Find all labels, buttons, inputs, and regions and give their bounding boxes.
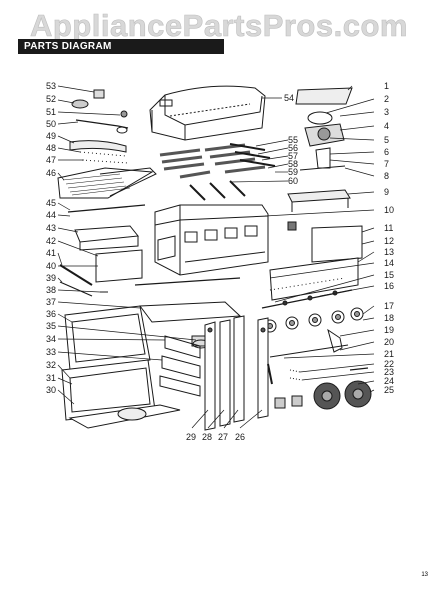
leader-lines-left (57, 85, 197, 405)
callout-39: 39 (46, 273, 56, 283)
callout-42: 42 (46, 236, 56, 246)
callout-35: 35 (46, 321, 56, 331)
callout-55: 55 (288, 135, 298, 145)
callout-14: 14 (384, 258, 394, 268)
callout-33: 33 (46, 347, 56, 357)
callout-9: 9 (384, 187, 389, 197)
callout-4: 4 (384, 121, 389, 131)
callout-21: 21 (384, 349, 394, 359)
callout-1: 1 (384, 81, 389, 91)
callout-57: 57 (288, 151, 298, 161)
cart-assembly (61, 301, 242, 429)
callout-58: 58 (288, 159, 298, 169)
callout-51: 51 (46, 107, 56, 117)
callout-50: 50 (46, 119, 56, 129)
callout-36: 36 (46, 309, 56, 319)
callout-48: 48 (46, 143, 56, 153)
callout-13: 13 (384, 247, 394, 257)
callout-5: 5 (384, 135, 389, 145)
callout-26: 26 (235, 432, 245, 442)
callout-47: 47 (46, 155, 56, 165)
section-title: PARTS DIAGRAM (24, 41, 112, 52)
callout-38: 38 (46, 285, 56, 295)
callout-23: 23 (384, 367, 394, 377)
cart-legs (204, 315, 269, 431)
callout-60: 60 (288, 176, 298, 186)
callout-30: 30 (46, 385, 56, 395)
callout-28: 28 (202, 432, 212, 442)
callout-15: 15 (384, 270, 394, 280)
callout-16: 16 (384, 281, 394, 291)
callout-19: 19 (384, 325, 394, 335)
right-side-parts (269, 87, 363, 301)
callout-34: 34 (46, 334, 56, 344)
callout-43: 43 (46, 223, 56, 233)
side-shelf (59, 204, 241, 297)
callout-49: 49 (46, 131, 56, 141)
callout-12: 12 (384, 236, 394, 246)
callouts-left: 53 52 51 50 49 48 47 46 45 44 43 42 41 40 39 38 37 36 35 34… (46, 81, 56, 395)
callout-10: 10 (384, 205, 394, 215)
wheels-and-casters (267, 328, 372, 410)
callout-17: 17 (384, 301, 394, 311)
callout-20: 20 (384, 337, 394, 347)
callout-59: 59 (288, 167, 298, 177)
callout-31: 31 (46, 373, 56, 383)
small-parts-top-left (69, 89, 129, 164)
callout-32: 32 (46, 360, 56, 370)
callout-45: 45 (46, 198, 56, 208)
callout-56: 56 (288, 143, 298, 153)
cooking-grates (57, 167, 157, 199)
callout-2: 2 (384, 94, 389, 104)
leader-lines-bottom (191, 409, 263, 429)
callouts-right: 1234567891011121314151617181920212223242… (384, 81, 394, 395)
leader-lines-right (229, 85, 375, 393)
callout-27: 27 (218, 432, 228, 442)
callout-52: 52 (46, 94, 56, 104)
callout-22: 22 (384, 359, 394, 369)
callout-3: 3 (384, 107, 389, 117)
callout-25: 25 (384, 385, 394, 395)
page-number: 13 (421, 572, 428, 578)
callout-11: 11 (384, 223, 393, 233)
callout-6: 6 (384, 147, 389, 157)
title-bar (18, 39, 224, 54)
callout-54: 54 (284, 93, 294, 103)
callout-40: 40 (46, 261, 56, 271)
callout-41: 41 (46, 248, 56, 258)
callout-8: 8 (384, 171, 389, 181)
callout-53: 53 (46, 81, 56, 91)
callout-18: 18 (384, 313, 394, 323)
grill-lid (149, 85, 266, 141)
callout-46: 46 (46, 168, 56, 178)
flavorizer-bars (159, 143, 276, 201)
callouts-bottom: 29 28 27 26 (186, 432, 245, 442)
callout-44: 44 (46, 210, 56, 220)
callout-24: 24 (384, 376, 394, 386)
callout-37: 37 (46, 297, 56, 307)
callout-29: 29 (186, 432, 196, 442)
callout-7: 7 (384, 159, 389, 169)
watermark: AppliancePartsPros.com (30, 8, 408, 44)
firebox (154, 204, 269, 276)
